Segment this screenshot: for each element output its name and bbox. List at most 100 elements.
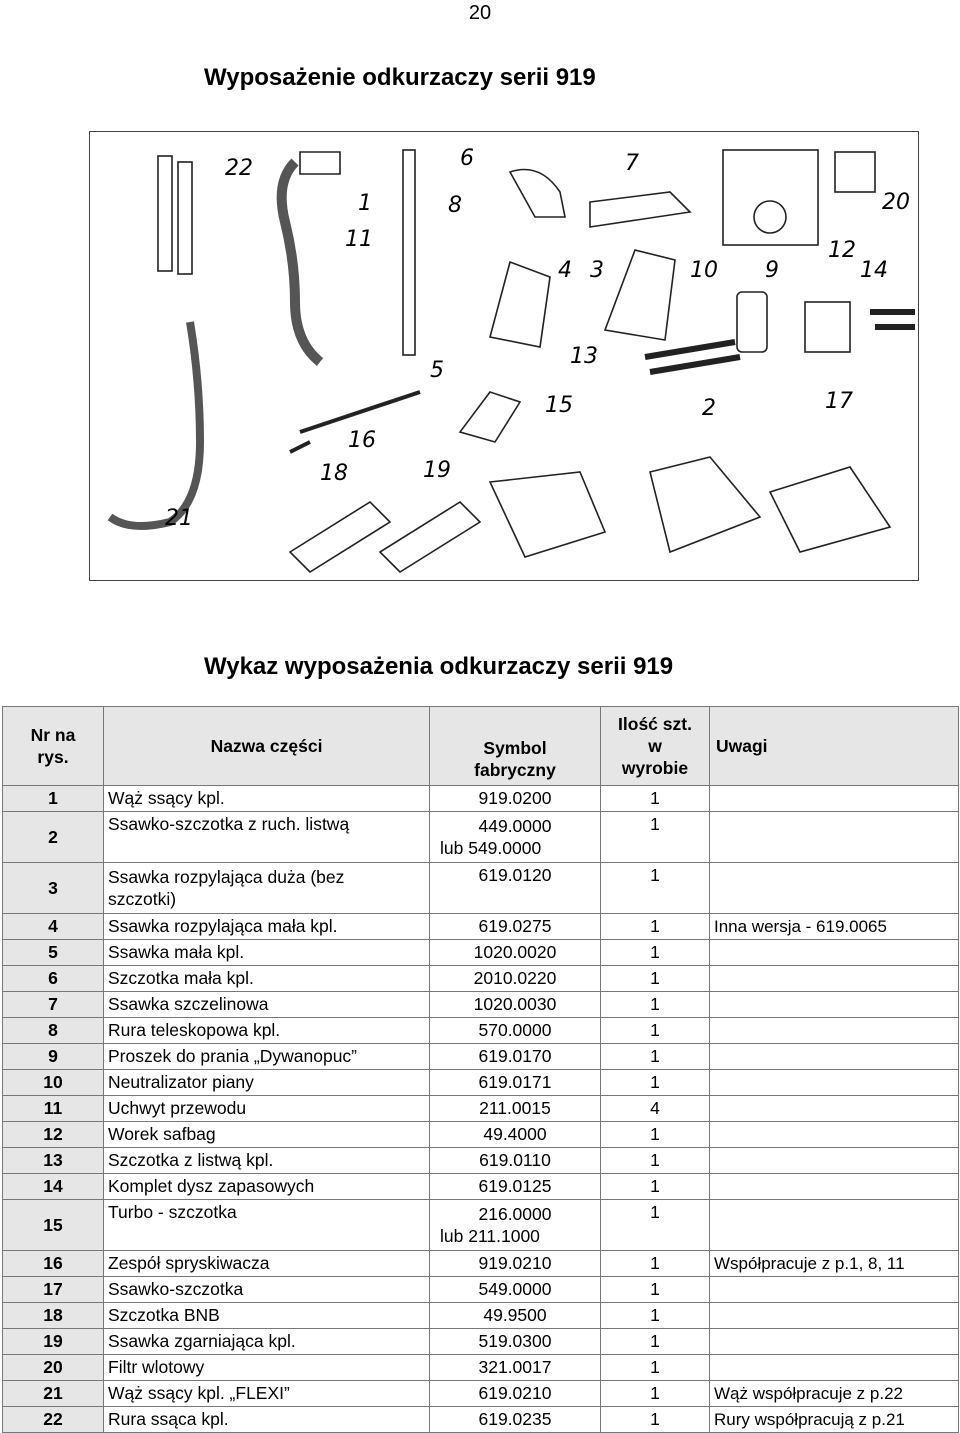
part-note	[709, 1354, 959, 1381]
part-symbol: 549.0000	[429, 1276, 601, 1303]
spray-nozzle-drawing	[489, 260, 551, 348]
part-symbol: 619.0125	[429, 1173, 601, 1200]
part-note	[709, 1147, 959, 1174]
header-name: Nazwa części	[103, 706, 430, 786]
accessories-drawing: 22 1 11 6 8 7 20 12 14 4 3 10 9 5 13 15 …	[107, 146, 915, 574]
part-note	[709, 1276, 959, 1303]
row-number: 21	[2, 1380, 104, 1407]
part-name: Szczotka BNB	[103, 1302, 430, 1329]
part-symbol: 619.0275	[429, 913, 601, 940]
part-symbol: 619.0170	[429, 1043, 601, 1070]
part-name: Proszek do prania „Dywanopuc”	[103, 1043, 430, 1070]
part-name: Zespół spryskiwacza	[103, 1250, 430, 1277]
part-symbol: 619.0110	[429, 1147, 601, 1174]
row-number: 18	[2, 1302, 104, 1329]
part-note	[709, 1095, 959, 1122]
part-note	[709, 1017, 959, 1044]
part-note	[709, 965, 959, 992]
part-name: Neutralizator piany	[103, 1069, 430, 1096]
part-quantity: 1	[600, 1250, 710, 1277]
floor-brush-drawing	[649, 456, 762, 554]
row-number: 17	[2, 1276, 104, 1303]
part-symbol: 519.0300	[429, 1328, 601, 1355]
part-symbol: 919.0210	[429, 1250, 601, 1277]
page-number: 20	[468, 2, 492, 24]
header-notes: Uwagi	[709, 706, 959, 786]
label-5: 5	[430, 358, 444, 383]
label-14: 14	[860, 258, 888, 283]
part-quantity: 1	[600, 965, 710, 992]
label-22: 22	[225, 156, 253, 181]
part-name: Szczotka mała kpl.	[103, 965, 430, 992]
row-number: 12	[2, 1121, 104, 1148]
part-name: Ssawko-szczotka	[103, 1276, 430, 1303]
label-17: 17	[825, 389, 853, 414]
header-quantity: Ilość szt. w wyrobie	[600, 706, 710, 786]
part-name: Turbo - szczotka	[103, 1199, 430, 1251]
part-quantity: 1	[600, 1276, 710, 1303]
label-2: 2	[702, 396, 716, 421]
part-note	[709, 1043, 959, 1070]
squeegee-drawing	[378, 500, 482, 574]
label-15: 15	[545, 393, 573, 418]
table-title: Wykaz wyposażenia odkurzaczy serii 919	[204, 653, 674, 680]
part-quantity: 1	[600, 785, 710, 812]
label-7: 7	[625, 151, 639, 176]
label-6: 6	[460, 146, 474, 171]
label-19: 19	[423, 458, 451, 483]
parts-table: Nr na rys. Nazwa części Symbol fabryczny…	[2, 706, 959, 1433]
row-number: 7	[2, 991, 104, 1018]
turbo-brush-drawing	[488, 471, 607, 558]
part-symbol: 49.9500	[429, 1302, 601, 1329]
part-quantity: 1	[600, 1302, 710, 1329]
part-name: Ssawka szczelinowa	[103, 991, 430, 1018]
row-number: 19	[2, 1328, 104, 1355]
part-quantity: 1	[600, 1147, 710, 1174]
part-quantity: 1	[600, 1121, 710, 1148]
part-name: Ssawka rozpylająca mała kpl.	[103, 913, 430, 940]
part-note	[709, 1328, 959, 1355]
brush-strip-drawing	[644, 339, 741, 375]
part-quantity: 1	[600, 1173, 710, 1200]
brush-bnb-drawing	[288, 500, 392, 574]
part-quantity: 1	[600, 1069, 710, 1096]
part-name: Szczotka z listwą kpl.	[103, 1147, 430, 1174]
row-number: 6	[2, 965, 104, 992]
header-symbol: Symbol fabryczny	[429, 706, 601, 786]
part-name-line-1: Ssawka rozpylająca duża (bez	[108, 867, 345, 887]
part-quantity: 1	[600, 1380, 710, 1407]
part-note	[709, 991, 959, 1018]
small-suction-drawing	[458, 391, 522, 443]
label-20: 20	[882, 190, 910, 215]
part-name: Wąż ssący kpl.	[103, 785, 430, 812]
part-quantity: 1	[600, 811, 710, 863]
part-symbol: 619.0210	[429, 1380, 601, 1407]
part-name: Ssawka mała kpl.	[103, 939, 430, 966]
part-symbol-line-1: 216.0000	[478, 1204, 552, 1224]
part-name: Filtr wlotowy	[103, 1354, 430, 1381]
flexi-hose-drawing	[107, 321, 205, 530]
nozzles-drawing	[870, 309, 915, 330]
sprayer-drawing	[289, 390, 421, 454]
pipe-drawing-a	[157, 155, 173, 272]
part-note: Wąż współpracuje z p.22	[709, 1380, 959, 1407]
part-note	[709, 1302, 959, 1329]
part-symbol-line-1: 449.0000	[478, 816, 552, 836]
row-number: 15	[2, 1199, 104, 1251]
part-note	[709, 939, 959, 966]
row-number: 3	[2, 862, 104, 914]
